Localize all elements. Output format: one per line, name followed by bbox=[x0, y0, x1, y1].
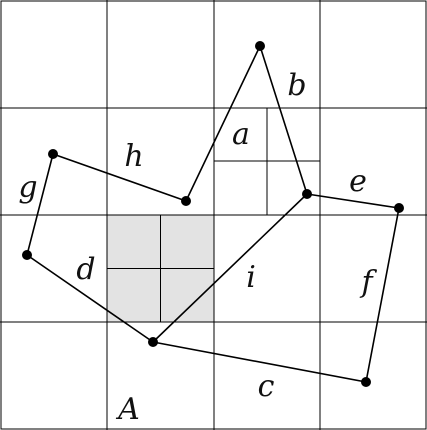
label-e: e bbox=[349, 164, 367, 199]
labels: a b c d e f g h i A bbox=[18, 68, 377, 427]
label-A: A bbox=[115, 392, 140, 427]
label-c: c bbox=[258, 369, 275, 404]
subdivided-cell bbox=[214, 108, 320, 215]
vertex-center-right bbox=[302, 189, 312, 199]
label-a: a bbox=[232, 117, 250, 152]
label-h: h bbox=[124, 139, 143, 174]
vertex-left bbox=[22, 250, 32, 260]
vertex-bottom-right bbox=[361, 377, 371, 387]
vertex-bottom-center bbox=[148, 337, 158, 347]
label-i: i bbox=[246, 260, 256, 295]
label-b: b bbox=[287, 68, 306, 103]
vertex-upper-left bbox=[48, 149, 58, 159]
vertex-top bbox=[255, 41, 265, 51]
label-d: d bbox=[76, 252, 95, 287]
vertices bbox=[22, 41, 404, 387]
closed-path bbox=[26, 45, 400, 383]
label-f: f bbox=[359, 265, 377, 300]
vertex-inner-notch bbox=[181, 196, 191, 206]
vertex-right bbox=[394, 203, 404, 213]
label-g: g bbox=[18, 170, 37, 205]
